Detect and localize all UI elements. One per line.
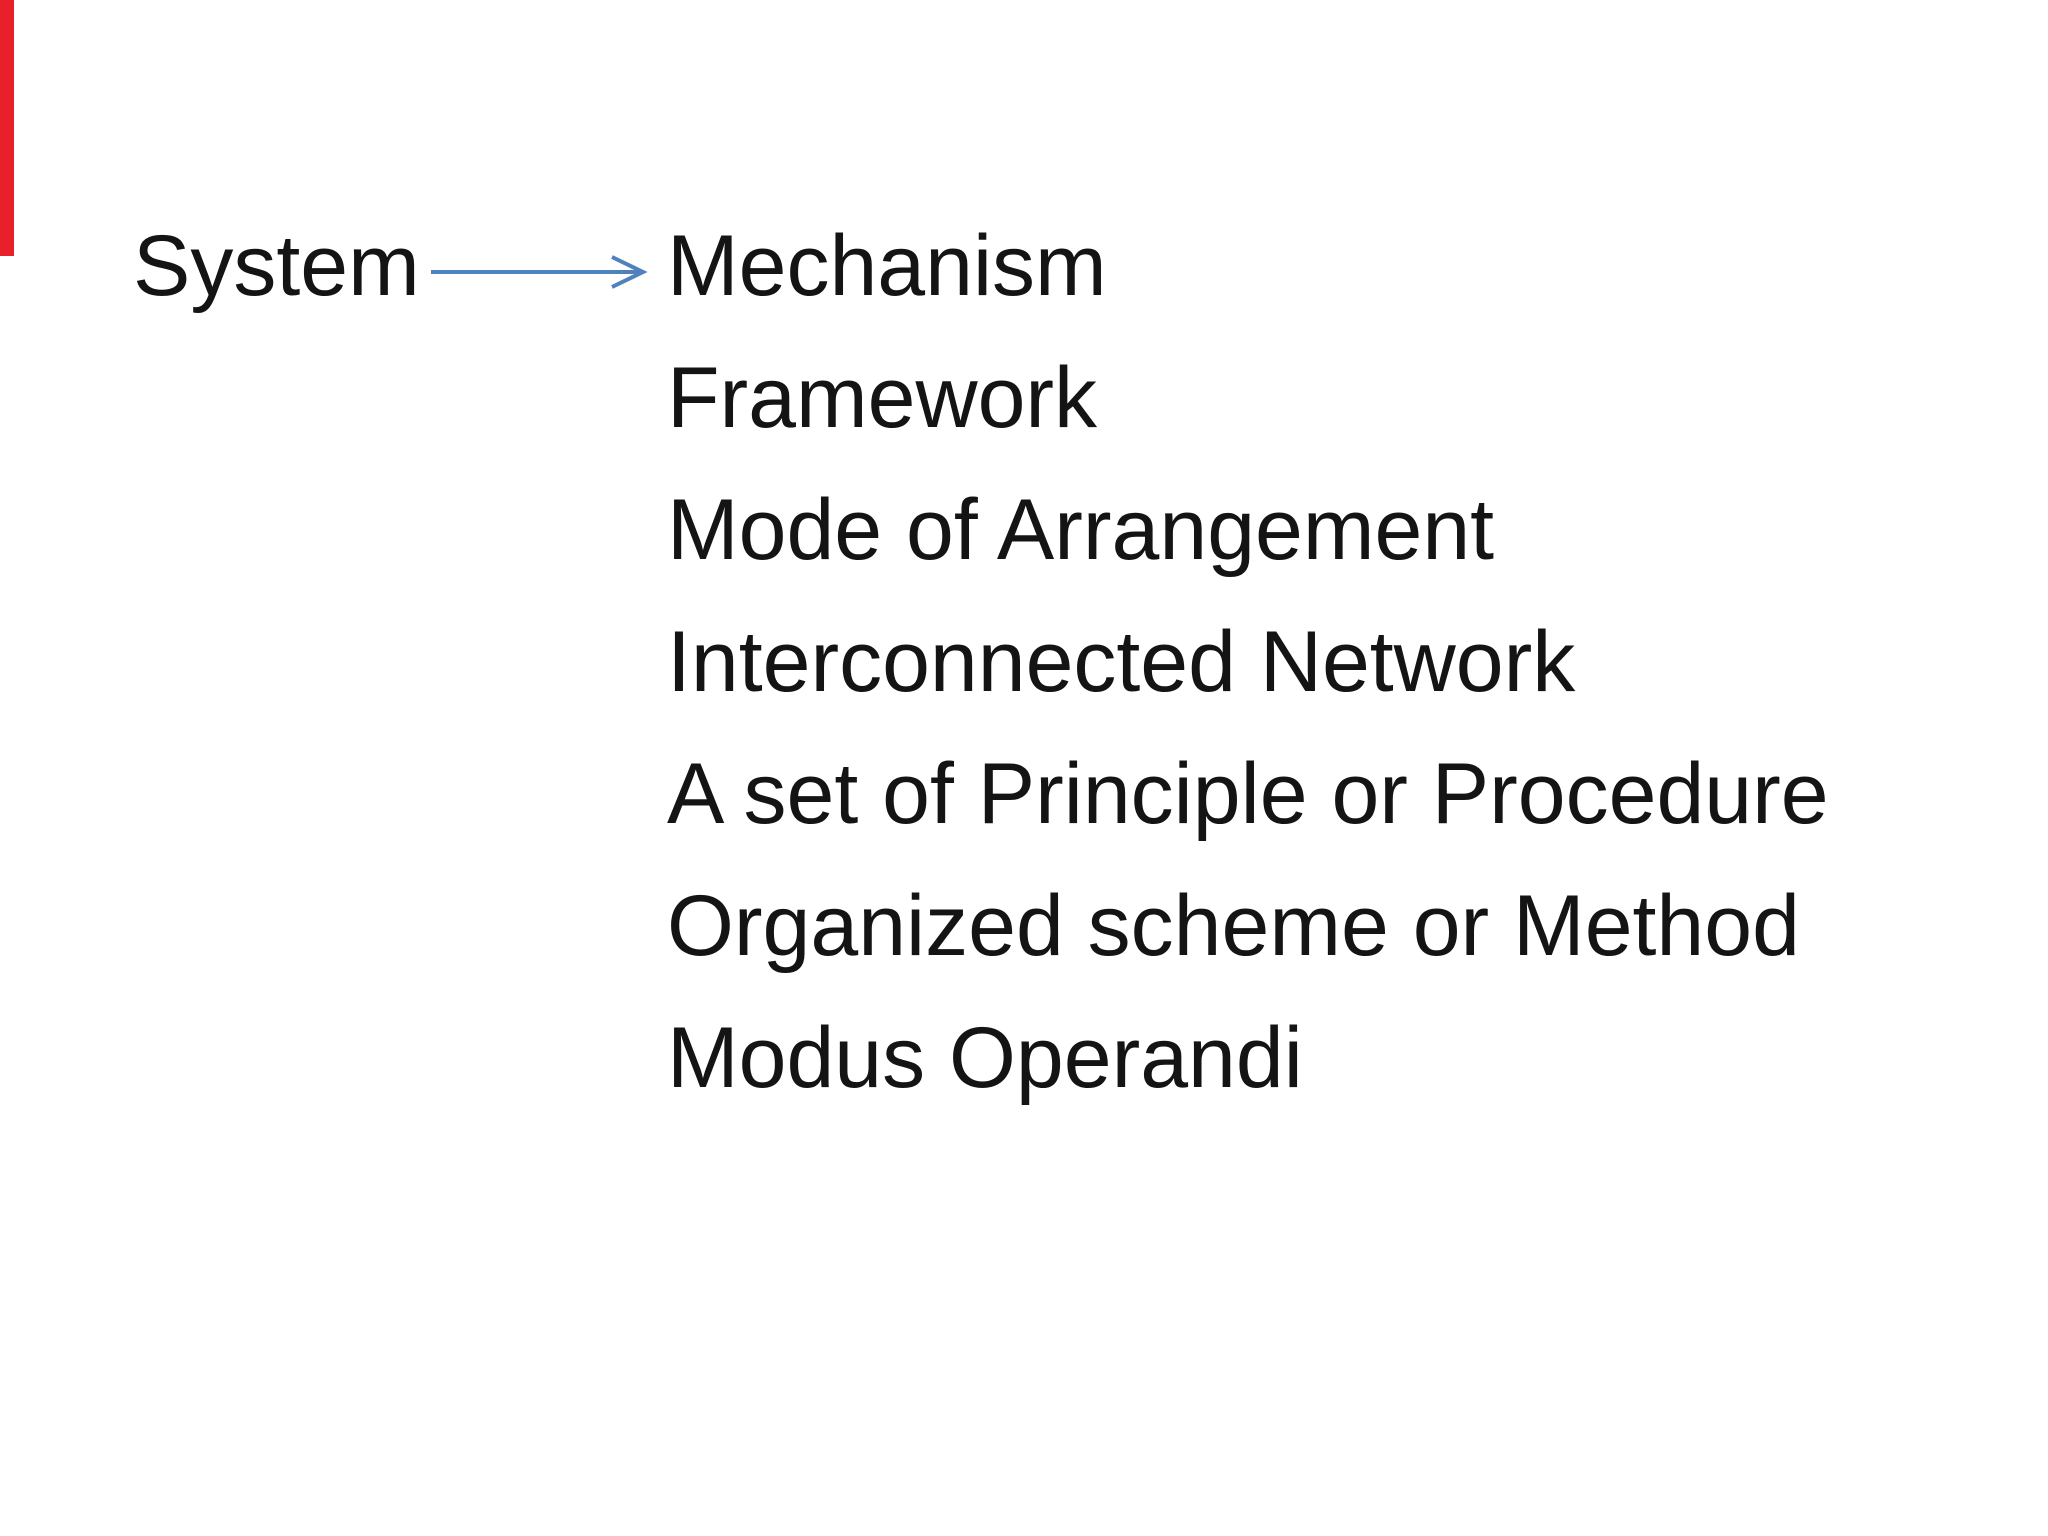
synonym-item: Mechanism: [667, 218, 1107, 314]
right-arrow-icon: [428, 250, 653, 294]
synonym-item: Interconnected Network: [667, 614, 1576, 710]
synonym-item: Modus Operandi: [667, 1010, 1303, 1106]
synonym-item: Organized scheme or Method: [667, 878, 1800, 974]
term-label: System: [133, 218, 420, 314]
synonym-item: A set of Principle or Procedure: [667, 746, 1829, 842]
red-edge-bar: [0, 0, 14, 256]
synonym-list: Mechanism Framework Mode of Arrangement …: [667, 200, 1829, 1124]
synonym-item: Framework: [667, 350, 1098, 446]
synonym-item: Mode of Arrangement: [667, 482, 1495, 578]
